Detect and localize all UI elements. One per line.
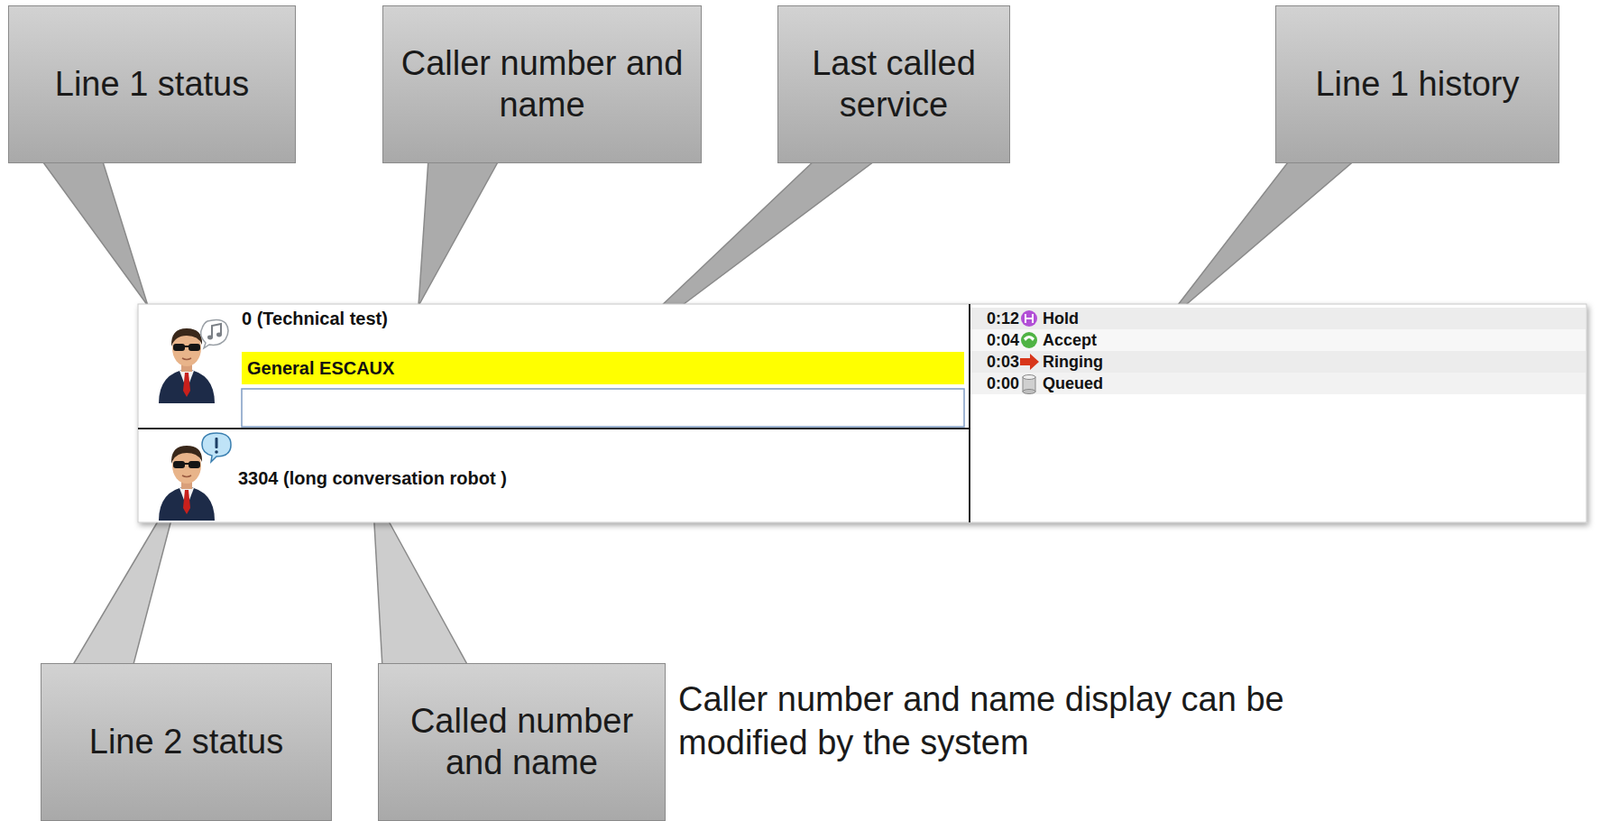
service-text: General ESCAUX (247, 357, 395, 379)
history-row-bg (970, 329, 1586, 351)
callout-label: Called number and name (391, 700, 653, 783)
screenshot-panel (137, 303, 1587, 523)
panel-frame (137, 303, 1587, 523)
callout-pointer (40, 158, 148, 306)
history-event: Accept (1042, 329, 1097, 351)
accept-icon (1020, 331, 1038, 349)
callout-box: Line 2 status (40, 662, 332, 821)
history-time: 0:04 (986, 329, 1020, 351)
history-time: 0:12 (986, 307, 1020, 330)
callout-label: Line 2 status (89, 721, 284, 764)
callout-box: Line 1 history (1275, 5, 1560, 164)
alert-badge (202, 432, 231, 462)
row-divider (137, 427, 970, 430)
callout-label: Caller number and name (395, 43, 689, 126)
history-time: 0:03 (986, 350, 1020, 373)
callout-label: Last called service (790, 43, 997, 126)
queued-icon (1022, 375, 1036, 395)
hold-icon (1020, 310, 1038, 327)
history-time: 0:00 (986, 372, 1020, 395)
called-text: 3304 (long conversation robot ) (238, 467, 507, 489)
history-event: Queued (1042, 372, 1104, 395)
callout-box: Last called service (777, 5, 1011, 164)
history-row-bg (970, 350, 1586, 373)
history-event: Ringing (1042, 350, 1104, 373)
callout-label: Line 1 status (55, 64, 249, 106)
music-badge (201, 319, 229, 349)
line2-status-icon (158, 445, 215, 521)
caller-text: 0 (Technical test) (241, 307, 388, 330)
callout-pointer (1162, 158, 1357, 325)
callout-label: Line 1 history (1314, 64, 1519, 106)
callout-box: Caller number and name (382, 5, 702, 164)
callout-box: Called number and name (377, 662, 666, 821)
input-field (241, 388, 965, 427)
ringing-icon (1020, 353, 1040, 370)
callout-pointer (418, 158, 500, 306)
service-bar (241, 351, 965, 385)
note-text: Caller number and name display can be mo… (678, 678, 1382, 764)
panel-divider (968, 303, 971, 523)
callout-box: Line 1 status (8, 5, 296, 164)
history-row-bg (970, 372, 1586, 395)
history-row-bg (970, 307, 1586, 330)
history-event: Hold (1042, 307, 1079, 330)
